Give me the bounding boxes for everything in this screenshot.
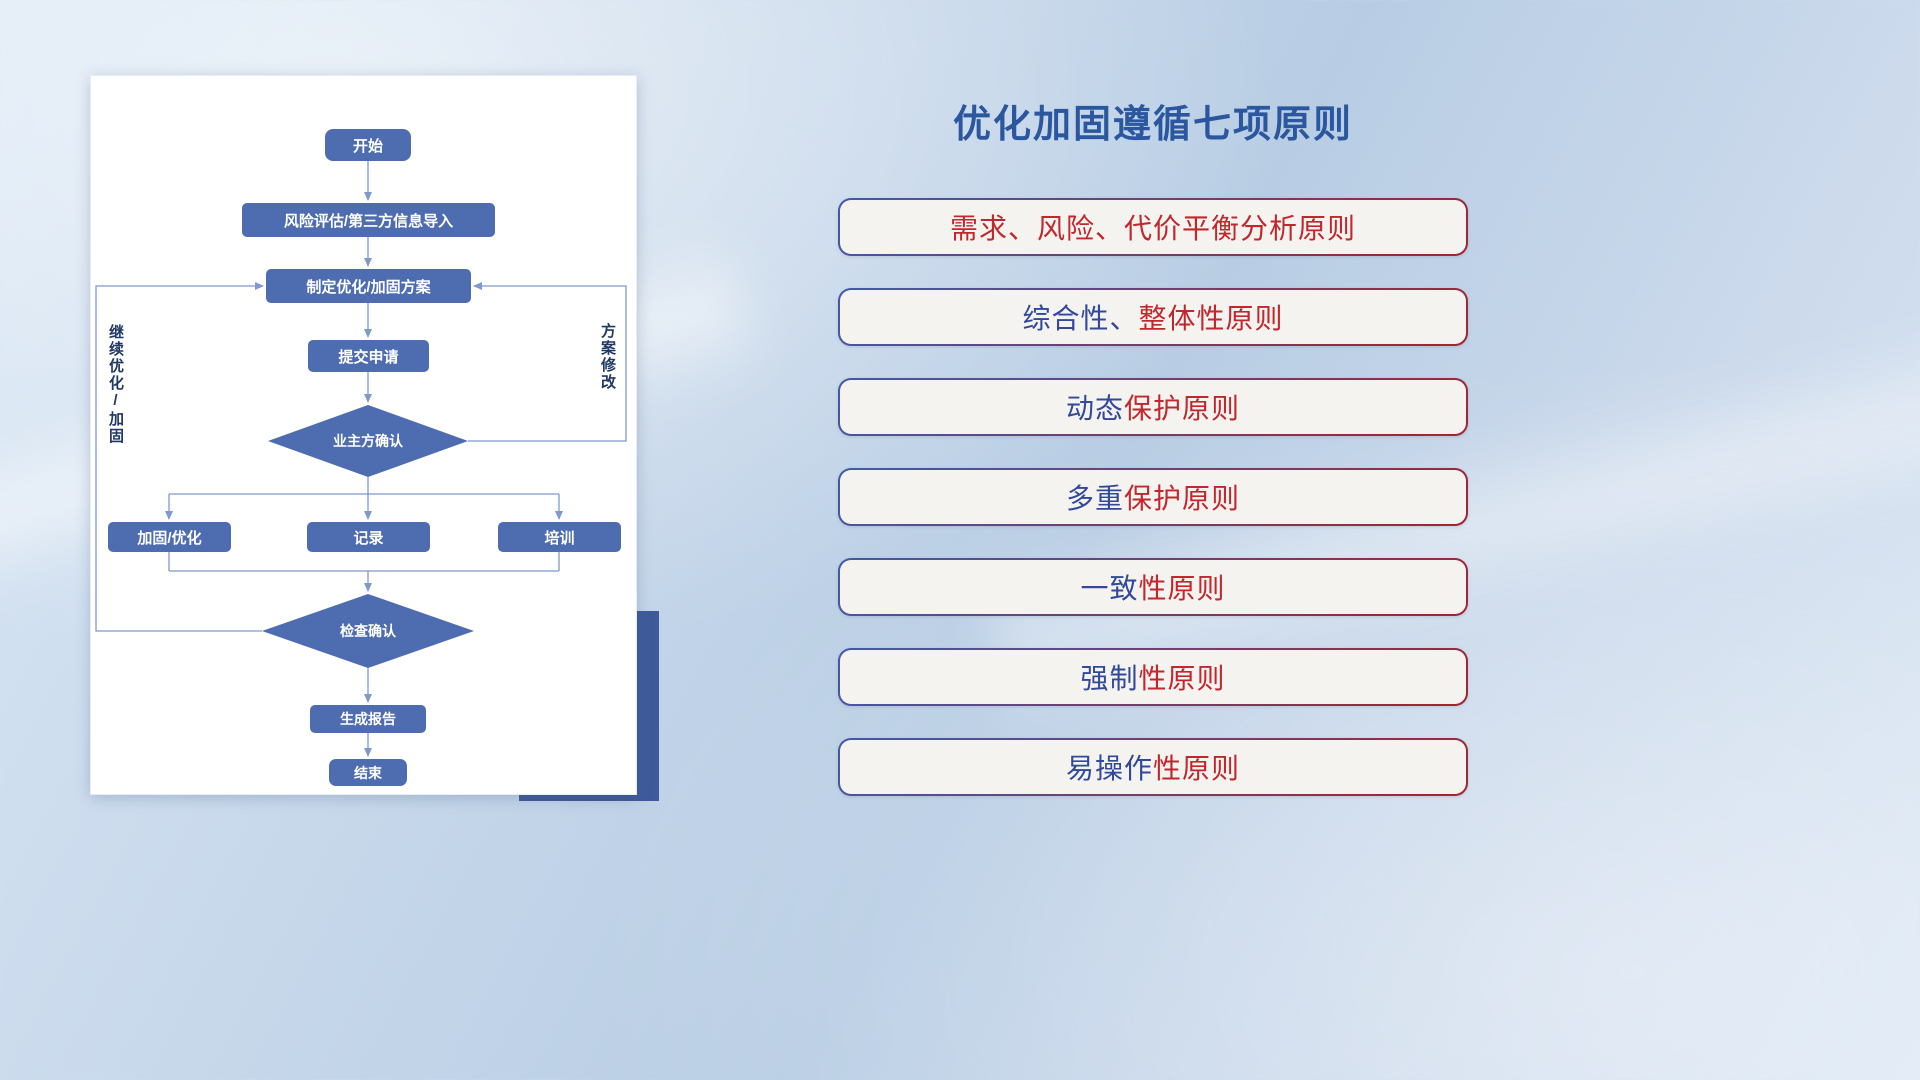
principle-text-segment: 强制: [1080, 663, 1139, 694]
flow-node-start: 开始: [325, 129, 411, 161]
principle-text-segment: 性原则: [1138, 663, 1226, 694]
loop-label-continue-optimize: 继续优化/加固: [107, 324, 124, 445]
principle-text-segment: 易操作: [1065, 753, 1153, 784]
loop-label-plan-revision: 方案修改: [599, 323, 616, 391]
panel-title: 优化加固遵循七项原则: [952, 104, 1353, 146]
principles-list: 需求、风险、代价平衡分析原则综合性、整体性原则动态保护原则多重保护原则一致性原则…: [838, 198, 1468, 796]
principle-text-segment: 多重: [1065, 483, 1124, 514]
principle-text-segment: 性原则: [1153, 753, 1241, 784]
flow-node-end: 结束: [329, 759, 407, 786]
principle-text-segment: 保护原则: [1124, 393, 1241, 424]
principle-pill: 综合性、整体性原则: [838, 288, 1468, 346]
principle-text-segment: 一致: [1080, 573, 1139, 604]
principle-text-segment: 动态: [1065, 393, 1124, 424]
flow-node-make-plan: 制定优化/加固方案: [266, 269, 471, 303]
flow-node-training: 培训: [498, 522, 621, 552]
principle-text-segment: 整体性原则: [1138, 303, 1284, 334]
flow-node-generate-report: 生成报告: [310, 705, 426, 733]
flowchart-card: 开始 风险评估/第三方信息导入 制定优化/加固方案 提交申请 业主方确认 加固/…: [90, 75, 637, 795]
flow-node-risk-import: 风险评估/第三方信息导入: [242, 203, 495, 237]
flow-node-record: 记录: [307, 522, 430, 552]
flow-node-submit-request: 提交申请: [308, 340, 429, 372]
principle-pill: 易操作性原则: [838, 738, 1468, 796]
flow-node-reinforce-optimize: 加固/优化: [108, 522, 231, 552]
principle-pill: 需求、风险、代价平衡分析原则: [838, 198, 1468, 256]
principle-pill: 强制性原则: [838, 648, 1468, 706]
principle-text-segment: 性原则: [1138, 573, 1226, 604]
principle-pill: 一致性原则: [838, 558, 1468, 616]
principle-text-segment: 需求、风险、代价平衡分析原则: [949, 213, 1356, 244]
flowchart-connectors: [95, 161, 627, 757]
principle-pill: 多重保护原则: [838, 468, 1468, 526]
principle-pill: 动态保护原则: [838, 378, 1468, 436]
principle-text-segment: 保护原则: [1124, 483, 1241, 514]
principle-text-segment: 综合性、: [1022, 303, 1139, 334]
